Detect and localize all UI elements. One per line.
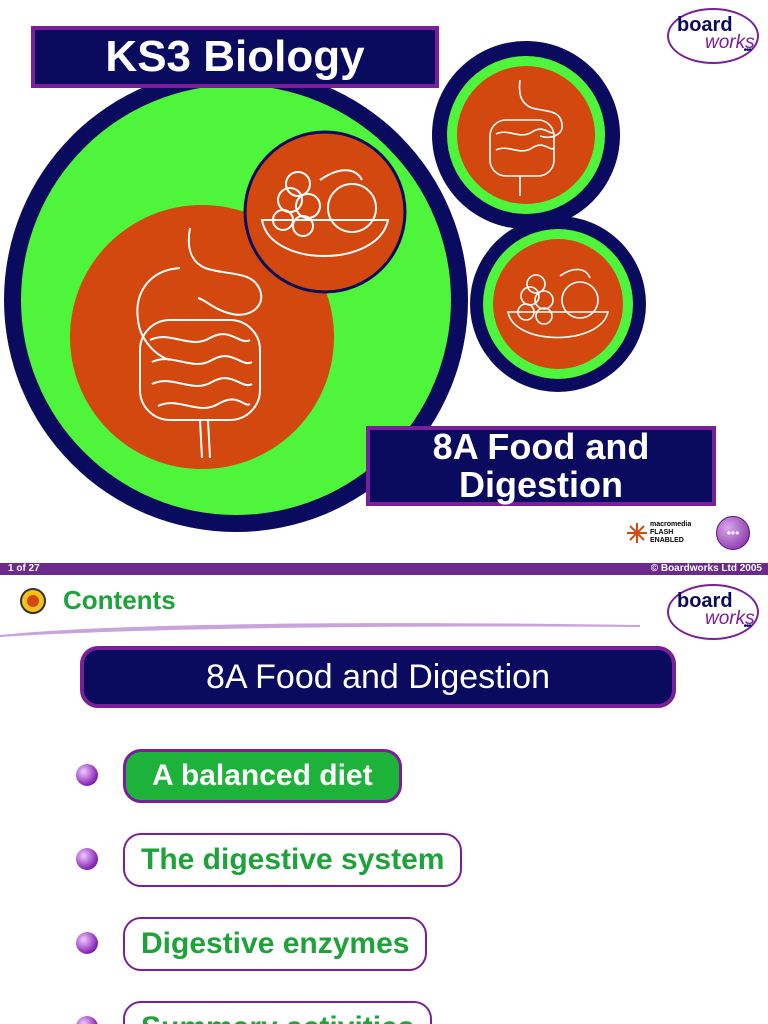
bullet-icon	[76, 932, 98, 954]
flash-line-3: ENABLED	[650, 537, 684, 544]
menu-button-digestive-system[interactable]: The digestive system	[123, 833, 463, 887]
bullet-icon	[76, 1016, 98, 1024]
flash-star-icon	[627, 523, 647, 543]
slide-title: KS3 Biology	[105, 32, 365, 81]
menu-button-digestive-enzymes[interactable]: Digestive enzymes	[123, 917, 428, 971]
topic-header-text: 8A Food and Digestion	[205, 657, 551, 696]
bullet-icon	[76, 764, 98, 786]
flash-line-1: macromedia	[650, 521, 692, 528]
boardworks-logo: board works •••	[667, 8, 759, 64]
flash-line-2: FLASH	[650, 529, 674, 536]
menu-button-balanced-diet[interactable]: A balanced diet	[123, 749, 402, 803]
topic-header: 8A Food and Digestion	[80, 646, 676, 708]
menu-button-summary-activities[interactable]: Summary activities	[123, 1001, 433, 1024]
logo-word-board: board	[677, 590, 733, 612]
contents-label: Contents	[63, 585, 176, 615]
slide-artwork	[4, 41, 646, 532]
title-slide: KS3 Biology board works ••• 8A Food and …	[4, 8, 759, 550]
logo-word-works: works	[705, 32, 755, 53]
header-swoosh	[0, 623, 640, 637]
copyright-text: © Boardworks Ltd 2005	[650, 563, 762, 574]
next-slide-button[interactable]: •••	[716, 516, 750, 550]
flash-enabled-badge: macromedia FLASH ENABLED	[624, 520, 706, 546]
logo-dots-icon: •••	[743, 621, 751, 632]
logo-word-board: board	[677, 14, 733, 36]
logo-dots-icon: •••	[743, 45, 751, 56]
contents-icon	[20, 588, 46, 614]
slide-subtitle: 8A Food and Digestion	[432, 426, 650, 505]
page-counter: 1 of 27	[8, 563, 40, 574]
subtitle-banner: 8A Food and Digestion	[366, 426, 716, 506]
arrow-next-icon: •••	[726, 526, 740, 540]
title-banner: KS3 Biology	[31, 26, 439, 88]
bullet-icon	[76, 848, 98, 870]
contents-slide: Contents board works ••• 8A Food and Dig…	[0, 575, 768, 1024]
boardworks-logo-2: board works •••	[667, 584, 759, 640]
slide-footer: 1 of 27 © Boardworks Ltd 2005	[0, 563, 768, 575]
logo-word-works: works	[705, 608, 755, 629]
